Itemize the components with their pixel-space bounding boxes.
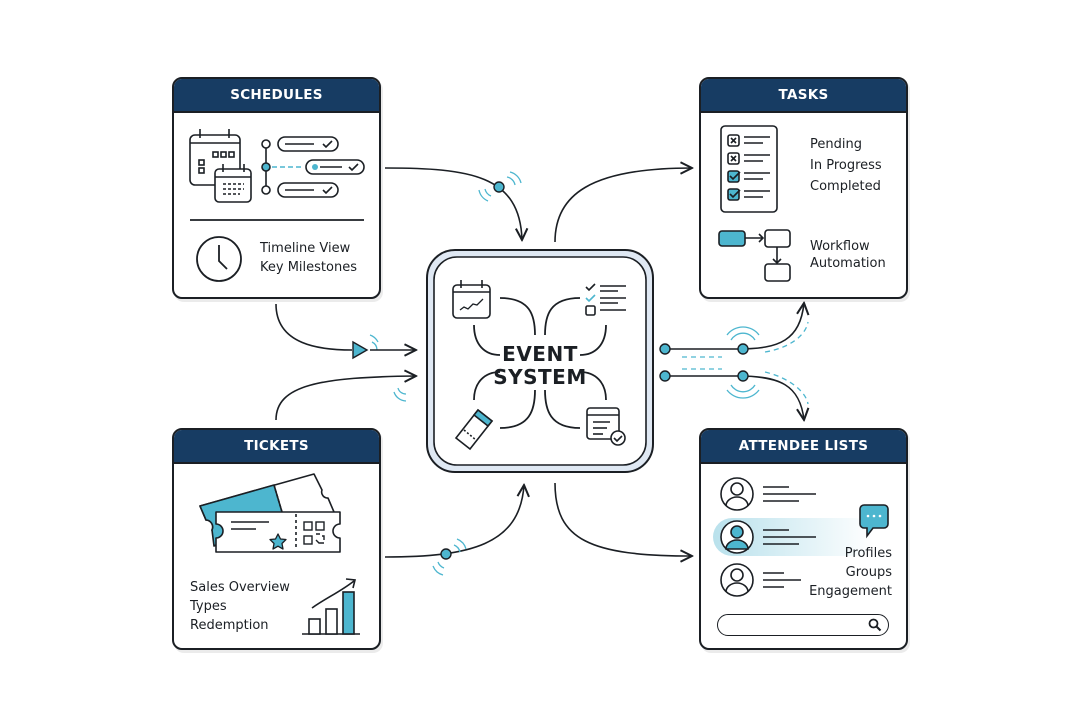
attendees-item: Groups [845, 565, 892, 580]
connector-hub-to-attendees [670, 375, 804, 420]
schedules-item: Key Milestones [260, 260, 357, 275]
attendees-item: Engagement [809, 584, 892, 599]
tasks-header: TASKS [701, 79, 906, 113]
checklist-icon [585, 283, 626, 316]
attendees-illustration [713, 477, 889, 597]
search-icon[interactable] [868, 618, 882, 632]
connector-tickets-to-hub-top [275, 376, 416, 421]
tickets-item: Sales Overview [190, 580, 290, 595]
calendar-icon [189, 129, 252, 203]
attendees-header: ATTENDEE LISTS [701, 430, 906, 464]
schedules-illustration [189, 129, 365, 282]
hub-title-line1: EVENT [502, 342, 578, 366]
tickets-item: Types [190, 599, 227, 614]
play-triangle-icon [352, 340, 369, 360]
form-approved-icon [586, 407, 626, 446]
schedules-item: Timeline View [260, 241, 351, 256]
task-status: In Progress [810, 158, 882, 173]
task-checklist-icon [720, 125, 778, 213]
attendees-panel[interactable]: ATTENDEE LISTS Profiles Groups Engagemen… [699, 428, 908, 650]
tickets-panel[interactable]: TICKETS Sales Overview Types Redemption [172, 428, 381, 650]
signal-node [440, 548, 452, 560]
tickets-item: Redemption [190, 618, 269, 633]
user-avatar-icon [720, 520, 754, 554]
tickets-header: TICKETS [174, 430, 379, 464]
signal-waves-icon [478, 171, 522, 202]
signal-node [737, 370, 749, 382]
signal-node [737, 343, 749, 355]
connector-hub-to-tasks [670, 303, 804, 350]
connector-schedules-to-hub-top [384, 167, 522, 240]
workflow-label: Automation [810, 256, 886, 271]
hub-brackets [473, 297, 607, 429]
qr-code-icon [303, 521, 325, 545]
signal-node [493, 181, 505, 193]
hub-title: EVENT SYSTEM [480, 343, 600, 389]
workflow-label: Workflow [810, 239, 870, 254]
attendee-search-field[interactable] [726, 616, 870, 634]
task-status: Pending [810, 137, 862, 152]
tickets-icon [199, 473, 341, 553]
connector-schedules-to-hub [275, 303, 353, 351]
user-avatar-icon [720, 563, 754, 597]
timeline-icon [261, 136, 365, 198]
calendar-plan-icon [452, 280, 491, 319]
task-status: Completed [810, 179, 881, 194]
ticket-icon [454, 408, 494, 451]
attendee-search-input[interactable] [717, 614, 889, 636]
schedules-panel[interactable]: SCHEDULES [172, 77, 381, 299]
hub-title-line2: SYSTEM [493, 365, 587, 389]
workflow-icon [718, 229, 791, 282]
chat-bubble-icon [859, 504, 889, 539]
sales-chart-icon [302, 578, 360, 635]
tasks-panel[interactable]: TASKS Pending In Progress Completed Work… [699, 77, 908, 299]
schedules-header: SCHEDULES [174, 79, 379, 113]
clock-icon [196, 236, 242, 282]
connector-tickets-to-hub [384, 485, 524, 558]
connector-hub-to-tasks-top [554, 168, 692, 243]
tasks-illustration [718, 125, 791, 282]
attendees-item: Profiles [844, 546, 892, 561]
user-avatar-icon [720, 477, 754, 511]
tickets-illustration [199, 473, 360, 635]
connector-hub-to-attendees-bottom [554, 482, 692, 556]
